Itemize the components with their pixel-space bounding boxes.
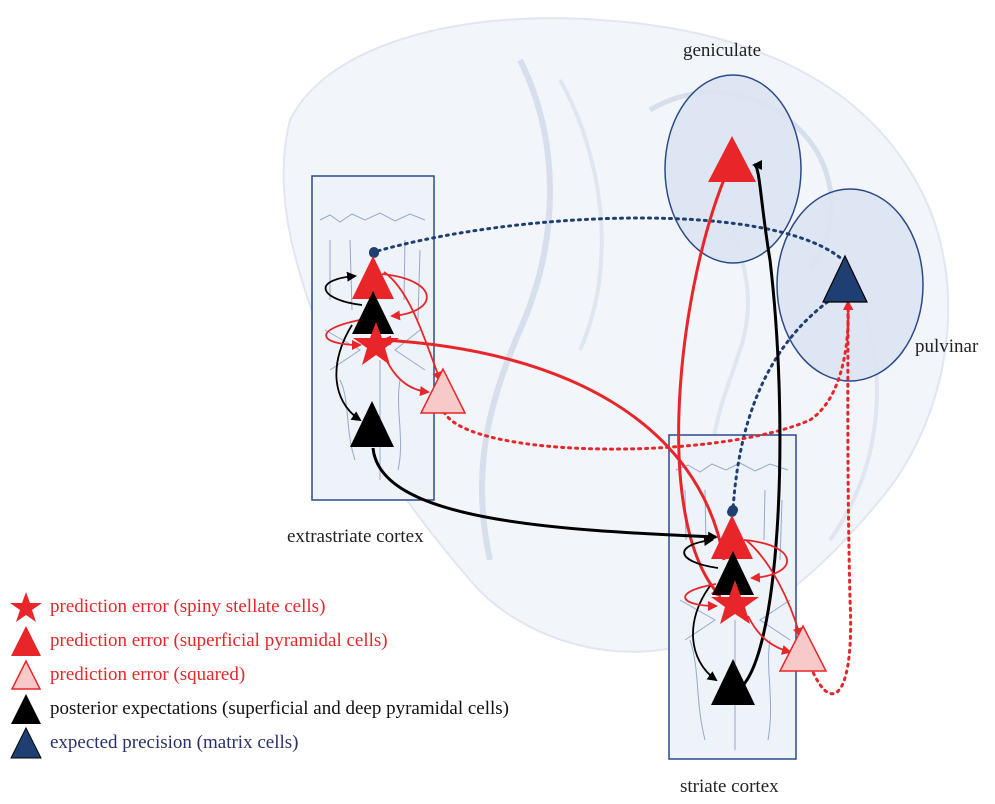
- pulvinar-label: pulvinar: [915, 336, 978, 358]
- pink-triangle-icon: [8, 658, 44, 692]
- black-triangle-icon: [8, 692, 44, 726]
- extrastriate-label: extrastriate cortex: [287, 526, 424, 548]
- legend-label: posterior expectations (superficial and …: [50, 698, 509, 720]
- legend-label: expected precision (matrix cells): [50, 732, 298, 754]
- legend-label: prediction error (spiny stellate cells): [50, 596, 325, 618]
- legend-item: prediction error (superficial pyramidal …: [8, 624, 509, 658]
- legend-item: prediction error (spiny stellate cells): [8, 590, 509, 624]
- striate-label: striate cortex: [680, 776, 779, 798]
- legend-label: prediction error (superficial pyramidal …: [50, 630, 388, 652]
- matrix-terminal-dot-extrastriate: [369, 248, 379, 258]
- legend-item: prediction error (squared): [8, 658, 509, 692]
- navy-triangle-icon: [8, 726, 44, 760]
- legend-label: prediction error (squared): [50, 664, 245, 686]
- geniculate-label: geniculate: [683, 40, 761, 62]
- legend-item: posterior expectations (superficial and …: [8, 692, 509, 726]
- legend-item: expected precision (matrix cells): [8, 726, 509, 760]
- legend: prediction error (spiny stellate cells) …: [8, 590, 509, 760]
- red-star-icon: [8, 590, 44, 624]
- red-triangle-icon: [8, 624, 44, 658]
